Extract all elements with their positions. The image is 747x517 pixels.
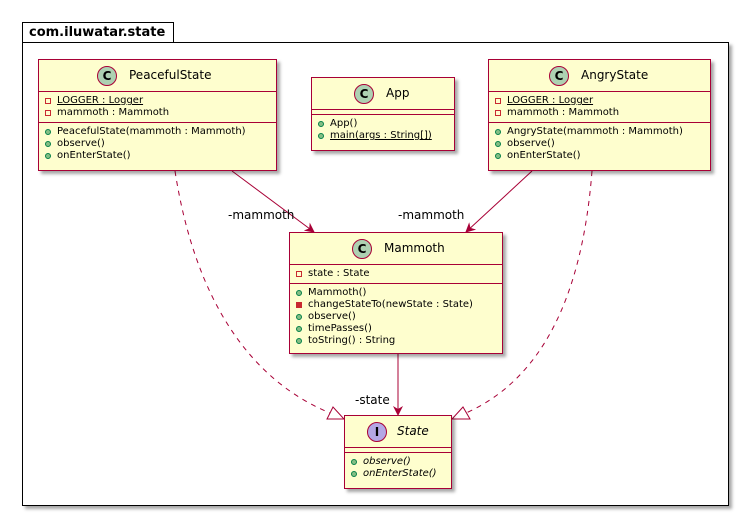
realization-head-left — [326, 406, 346, 420]
field-row: state : State — [296, 268, 502, 280]
class-icon: C — [97, 66, 117, 86]
private-marker-icon — [45, 110, 51, 116]
realization-head-right — [450, 406, 471, 420]
class-name: Mammoth — [384, 241, 445, 255]
private-marker-icon — [495, 110, 501, 116]
edge-label-angry-mammoth: -mammoth — [398, 208, 465, 222]
fields-section — [312, 110, 454, 115]
public-marker-icon — [296, 290, 302, 296]
class-header: C Mammoth — [290, 233, 502, 265]
public-marker-icon — [495, 129, 501, 135]
fields-section: LOGGER : Logger mammoth : Mammoth — [39, 92, 276, 123]
public-marker-icon — [296, 326, 302, 332]
methods-section: Mammoth() changeStateTo(newState : State… — [290, 284, 502, 350]
method-row: changeStateTo(newState : State) — [296, 299, 502, 311]
interface-state[interactable]: I State observe() onEnterState() — [344, 415, 452, 489]
fields-section: LOGGER : Logger mammoth : Mammoth — [489, 92, 710, 123]
method-row: timePasses() — [296, 323, 502, 335]
class-header: C PeacefulState — [39, 60, 276, 92]
method-row: AngryState(mammoth : Mammoth) — [495, 126, 710, 138]
edge-angry-realizes-state — [465, 170, 593, 414]
class-name: State — [397, 424, 429, 438]
method-row: onEnterState() — [495, 150, 710, 162]
method-row: toString() : String — [296, 335, 502, 347]
methods-section: PeacefulState(mammoth : Mammoth) observe… — [39, 123, 276, 165]
method-row: Mammoth() — [296, 287, 502, 299]
public-marker-icon — [351, 459, 357, 465]
method-row: observe() — [495, 138, 710, 150]
public-marker-icon — [495, 153, 501, 159]
method-row: App() — [318, 118, 454, 130]
class-name: AngryState — [581, 68, 649, 82]
edge-label-peaceful-mammoth: -mammoth — [228, 208, 295, 222]
class-header: C AngryState — [489, 60, 710, 92]
public-marker-icon — [45, 141, 51, 147]
public-marker-icon — [45, 153, 51, 159]
field-row: LOGGER : Logger — [45, 95, 276, 107]
class-peaceful-state[interactable]: C PeacefulState LOGGER : Logger mammoth … — [38, 59, 277, 171]
field-row: LOGGER : Logger — [495, 95, 710, 107]
method-row: observe() — [45, 138, 276, 150]
package-name: com.iluwatar.state — [29, 25, 166, 40]
class-icon: C — [354, 84, 374, 104]
edge-label-mammoth-state: -state — [355, 393, 390, 407]
class-name: PeacefulState — [129, 68, 212, 82]
method-row: onEnterState() — [351, 468, 451, 480]
field-row: mammoth : Mammoth — [45, 107, 276, 119]
public-marker-icon — [351, 471, 357, 477]
methods-section: AngryState(mammoth : Mammoth) observe() … — [489, 123, 710, 165]
method-row: main(args : String[]) — [318, 130, 454, 142]
class-name: App — [386, 86, 410, 100]
class-icon: C — [549, 66, 569, 86]
edge-peaceful-mammoth — [231, 170, 315, 233]
public-marker-icon — [45, 129, 51, 135]
methods-section: App() main(args : String[]) — [312, 115, 454, 145]
public-marker-icon — [296, 338, 302, 344]
class-app[interactable]: C App App() main(args : String[]) — [311, 77, 455, 151]
private-marker-icon — [495, 98, 501, 104]
package-tab: com.iluwatar.state — [22, 22, 175, 43]
public-marker-icon — [296, 314, 302, 320]
class-header: C App — [312, 78, 454, 110]
class-icon: C — [352, 239, 372, 259]
method-row: observe() — [351, 456, 451, 468]
edge-angry-mammoth — [465, 170, 533, 233]
interface-icon: I — [367, 422, 387, 442]
method-row: PeacefulState(mammoth : Mammoth) — [45, 126, 276, 138]
class-header: I State — [345, 416, 451, 448]
public-marker-icon — [318, 133, 324, 139]
methods-section: observe() onEnterState() — [345, 453, 451, 483]
field-row: mammoth : Mammoth — [495, 107, 710, 119]
public-marker-icon — [318, 121, 324, 127]
private-marker-icon — [45, 98, 51, 104]
method-row: onEnterState() — [45, 150, 276, 162]
private-marker-icon — [296, 302, 302, 308]
class-angry-state[interactable]: C AngryState LOGGER : Logger mammoth : M… — [488, 59, 711, 171]
method-row: observe() — [296, 311, 502, 323]
private-marker-icon — [296, 271, 302, 277]
public-marker-icon — [495, 141, 501, 147]
class-mammoth[interactable]: C Mammoth state : State Mammoth() change… — [289, 232, 503, 354]
fields-section: state : State — [290, 265, 502, 284]
fields-section — [345, 448, 451, 453]
